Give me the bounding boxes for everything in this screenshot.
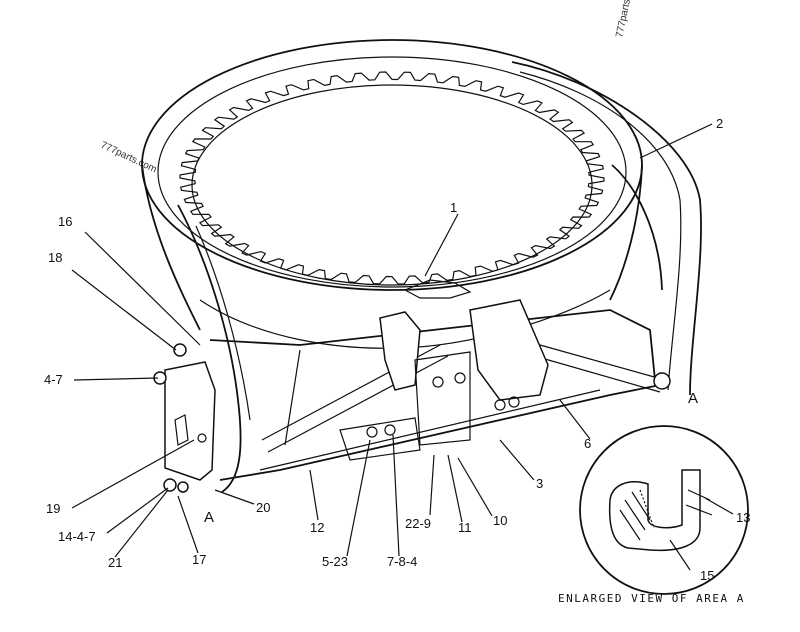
- callout-19: 19: [46, 501, 60, 516]
- detail-caption: ENLARGED VIEW OF AREA A: [558, 592, 745, 605]
- detail-view-area-a: [579, 425, 749, 595]
- callout-14-4-7: 14-4-7: [58, 529, 96, 544]
- callout-4-7: 4-7: [44, 372, 63, 387]
- callout-labels: 1 2 3 4-7 5-23 6 7-8-4 10 11 12 13 14-4-…: [44, 116, 750, 583]
- leader-lines: [71, 123, 734, 571]
- callout-12: 12: [310, 520, 324, 535]
- area-mark-right: A: [688, 390, 698, 407]
- callout-5-23: 5-23: [322, 554, 348, 569]
- callout-18: 18: [48, 250, 62, 265]
- area-mark-left: A: [204, 509, 214, 526]
- callout-20: 20: [256, 500, 270, 515]
- callout-3: 3: [536, 476, 543, 491]
- callout-16: 16: [58, 214, 72, 229]
- housing-drawing: [141, 39, 702, 493]
- callout-15: 15: [700, 568, 714, 583]
- callout-2: 2: [716, 116, 723, 131]
- watermark-top: 777parts.com: [614, 0, 637, 39]
- callout-6: 6: [584, 436, 591, 451]
- callout-7-8-4: 7-8-4: [387, 554, 417, 569]
- callout-1: 1: [450, 200, 457, 215]
- callout-21: 21: [108, 555, 122, 570]
- callout-10: 10: [493, 513, 507, 528]
- callout-17: 17: [192, 552, 206, 567]
- callout-11: 11: [458, 520, 472, 535]
- watermark-left: 777parts.com: [99, 140, 159, 176]
- callout-13: 13: [736, 510, 750, 525]
- callout-22-9: 22-9: [405, 516, 431, 531]
